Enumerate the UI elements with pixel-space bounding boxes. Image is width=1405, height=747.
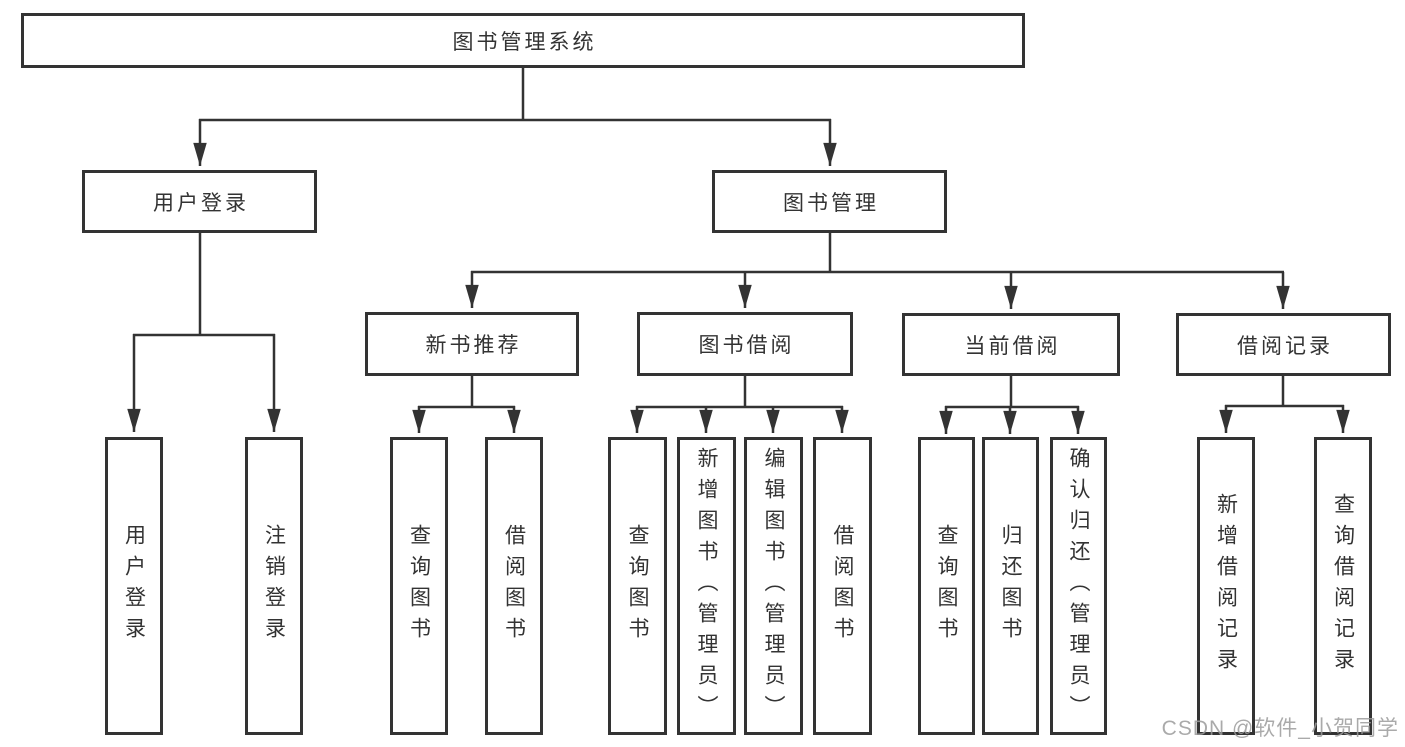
leaf-borrow-add-books-admin-label: 新增图书（管理员） bbox=[695, 446, 718, 726]
leaf-current-return-books: 归还图书 bbox=[982, 437, 1039, 735]
node-new-book-recommend: 新书推荐 bbox=[365, 312, 579, 376]
leaf-logout: 注销登录 bbox=[245, 437, 303, 735]
csdn-watermark: CSDN @软件_小贺同学 bbox=[1161, 717, 1399, 740]
leaf-logout-label: 注销登录 bbox=[262, 524, 286, 648]
leaf-borrow-query-books: 查询图书 bbox=[608, 437, 667, 735]
node-book-borrowing: 图书借阅 bbox=[637, 312, 853, 376]
leaf-user-login: 用户登录 bbox=[105, 437, 163, 735]
node-book-management: 图书管理 bbox=[712, 170, 947, 233]
node-new-book-recommend-label: 新书推荐 bbox=[425, 334, 522, 357]
leaf-current-query-books: 查询图书 bbox=[918, 437, 975, 735]
node-user-login-label: 用户登录 bbox=[153, 191, 249, 215]
node-root-system: 图书管理系统 bbox=[21, 13, 1025, 68]
node-current-borrowing: 当前借阅 bbox=[902, 313, 1120, 376]
leaf-current-confirm-return-admin: 确认归还（管理员） bbox=[1050, 437, 1107, 735]
leaf-borrow-edit-books-admin-label: 编辑图书（管理员） bbox=[762, 446, 785, 726]
leaf-borrow-borrow-books: 借阅图书 bbox=[813, 437, 872, 735]
leaf-record-query-label: 查询借阅记录 bbox=[1331, 493, 1355, 679]
leaf-newbook-query-books: 查询图书 bbox=[390, 437, 448, 735]
leaf-current-return-books-label: 归还图书 bbox=[999, 524, 1022, 648]
leaf-borrow-query-books-label: 查询图书 bbox=[626, 524, 649, 648]
leaf-newbook-borrow-books-label: 借阅图书 bbox=[502, 524, 526, 648]
leaf-newbook-borrow-books: 借阅图书 bbox=[485, 437, 543, 735]
node-borrow-records: 借阅记录 bbox=[1176, 313, 1391, 376]
node-borrow-records-label: 借阅记录 bbox=[1237, 334, 1333, 358]
node-book-borrowing-label: 图书借阅 bbox=[698, 334, 795, 357]
leaf-record-add: 新增借阅记录 bbox=[1197, 437, 1255, 735]
leaf-current-confirm-return-admin-label: 确认归还（管理员） bbox=[1067, 446, 1090, 726]
node-current-borrowing-label: 当前借阅 bbox=[964, 334, 1061, 358]
leaf-user-login-label: 用户登录 bbox=[122, 524, 146, 648]
leaf-current-query-books-label: 查询图书 bbox=[935, 524, 958, 648]
leaf-record-query: 查询借阅记录 bbox=[1314, 437, 1372, 735]
leaf-newbook-query-books-label: 查询图书 bbox=[407, 524, 431, 648]
node-root-label: 图书管理系统 bbox=[452, 30, 597, 54]
leaf-borrow-borrow-books-label: 借阅图书 bbox=[831, 524, 854, 648]
leaf-borrow-edit-books-admin: 编辑图书（管理员） bbox=[744, 437, 803, 735]
node-user-login: 用户登录 bbox=[82, 170, 317, 233]
leaf-record-add-label: 新增借阅记录 bbox=[1214, 493, 1238, 679]
leaf-borrow-add-books-admin: 新增图书（管理员） bbox=[677, 437, 736, 735]
node-book-management-label: 图书管理 bbox=[783, 191, 879, 215]
